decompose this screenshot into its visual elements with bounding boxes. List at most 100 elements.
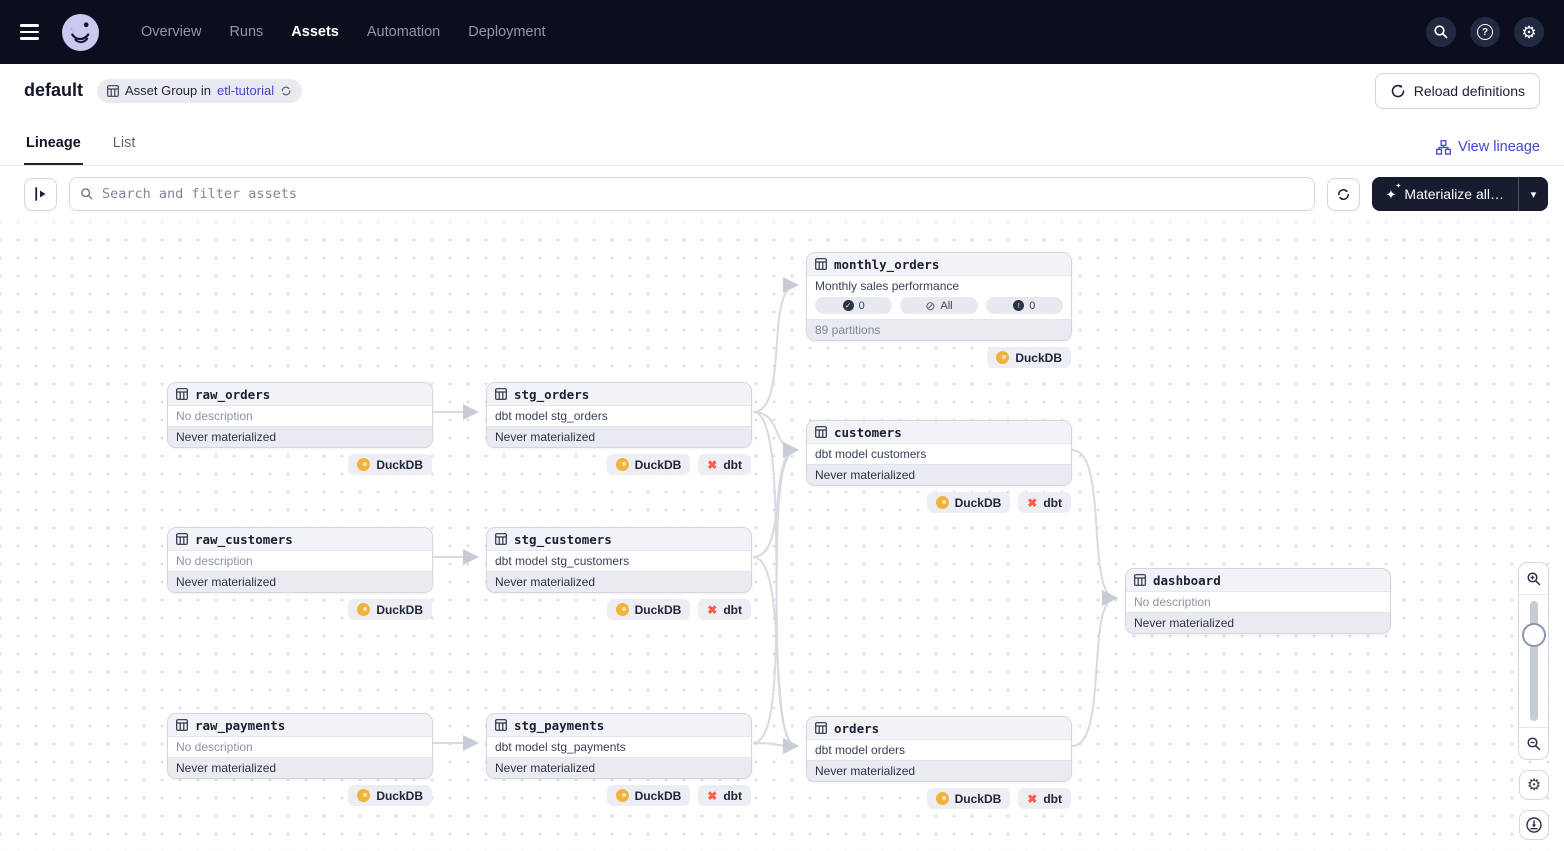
badge-label: dbt — [723, 457, 742, 472]
table-icon — [176, 719, 188, 731]
asset-group-badge[interactable]: Asset Group in etl-tutorial — [97, 78, 303, 103]
asset-node-header: stg_orders — [487, 383, 751, 406]
duckdb-badge[interactable]: DuckDB — [926, 788, 1011, 809]
lineage-edges — [433, 277, 1118, 754]
code-location-link[interactable]: etl-tutorial — [217, 83, 275, 98]
asset-node-stg-orders[interactable]: stg_orders dbt model stg_orders Never ma… — [486, 382, 752, 475]
reload-definitions-button[interactable]: Reload definitions — [1374, 72, 1540, 109]
materialize-split-button: ✦✦ Materialize all… ▾ — [1371, 177, 1548, 211]
zoom-slider-handle[interactable] — [1521, 623, 1546, 647]
asset-description: Monthly sales performance — [815, 279, 960, 293]
sidebar-toggle-button[interactable] — [24, 177, 57, 211]
lineage-toolbar: ✦✦ Materialize all… ▾ — [0, 166, 1564, 222]
tab-list[interactable]: List — [112, 135, 136, 151]
dbt-badge[interactable]: ✖dbt — [698, 785, 751, 806]
zoom-in-button[interactable] — [1519, 563, 1548, 594]
asset-description: No description — [1134, 595, 1211, 609]
pill-count: 0 — [1029, 299, 1036, 312]
asset-description: No description — [176, 554, 253, 568]
nav-item-assets[interactable]: Assets — [291, 24, 339, 40]
dbt-icon: ✖ — [707, 788, 718, 803]
help-button[interactable]: ? — [1470, 17, 1500, 47]
asset-node-stg-customers[interactable]: stg_customers dbt model stg_customers Ne… — [486, 527, 752, 620]
asset-node-customers[interactable]: customers dbt model customers Never mate… — [806, 420, 1072, 513]
asset-footer: Never materialized — [487, 757, 751, 778]
asset-node-header: stg_customers — [487, 528, 751, 551]
slash-icon: ⊘ — [925, 298, 936, 313]
asset-node-orders[interactable]: orders dbt model orders Never materializ… — [806, 716, 1072, 809]
dbt-badge[interactable]: ✖dbt — [1018, 788, 1071, 809]
materialize-dropdown-button[interactable]: ▾ — [1518, 177, 1548, 211]
settings-button[interactable]: ⚙ — [1514, 17, 1544, 47]
search-icon — [81, 188, 93, 200]
badge-label: DuckDB — [954, 495, 1002, 510]
asset-node-raw-payments[interactable]: raw_payments No description Never materi… — [167, 713, 433, 806]
refresh-graph-button[interactable] — [1326, 177, 1360, 211]
duckdb-badge[interactable]: DuckDB — [606, 785, 691, 806]
dbt-icon: ✖ — [707, 457, 718, 472]
asset-description: dbt model stg_orders — [495, 409, 608, 423]
asset-footer: Never materialized — [168, 757, 432, 778]
asset-description: dbt model stg_customers — [495, 554, 630, 568]
asset-node-raw-customers[interactable]: raw_customers No description Never mater… — [167, 527, 433, 620]
exclaim-icon: ! — [1013, 300, 1025, 311]
top-nav-actions: ? ⚙ — [1426, 17, 1544, 47]
asset-title: orders — [834, 720, 880, 736]
top-nav: Overview Runs Assets Automation Deployme… — [0, 0, 1564, 64]
lineage-canvas[interactable]: monthly_orders Monthly sales performance… — [0, 222, 1564, 851]
page-title: default — [24, 80, 84, 100]
asset-title: raw_customers — [195, 531, 293, 547]
search-icon — [1434, 25, 1448, 39]
asset-description: dbt model customers — [815, 447, 927, 461]
badge-label: DuckDB — [954, 791, 1002, 806]
duckdb-badge[interactable]: DuckDB — [987, 347, 1071, 368]
badge-label: DuckDB — [376, 602, 423, 617]
nav-item-runs[interactable]: Runs — [229, 24, 264, 40]
dbt-badge[interactable]: ✖dbt — [698, 599, 751, 620]
dbt-badge[interactable]: ✖ dbt — [698, 454, 751, 475]
duckdb-badge[interactable]: DuckDB — [348, 599, 432, 620]
check-icon: ✓ — [842, 300, 854, 311]
dbt-icon: ✖ — [1027, 791, 1038, 806]
asset-badges: DuckDB ✖dbt — [606, 785, 751, 806]
graph-settings-button[interactable]: ⚙ — [1519, 770, 1549, 800]
materialize-all-button[interactable]: ✦✦ Materialize all… — [1372, 177, 1519, 211]
tab-lineage[interactable]: Lineage — [24, 123, 83, 165]
duckdb-badge[interactable]: DuckDB — [926, 492, 1011, 513]
zoom-slider[interactable] — [1521, 601, 1546, 721]
badge-label: DuckDB — [376, 788, 423, 803]
asset-footer: Never materialized — [807, 464, 1071, 485]
duckdb-badge[interactable]: DuckDB — [348, 454, 432, 475]
hamburger-menu-icon[interactable] — [20, 18, 48, 46]
asset-node-dashboard[interactable]: dashboard No description Never materiali… — [1125, 568, 1391, 634]
search-input[interactable] — [102, 186, 1304, 202]
zoom-in-icon — [1526, 571, 1540, 585]
duckdb-badge[interactable]: DuckDB — [348, 785, 432, 806]
duckdb-icon — [935, 496, 949, 509]
duckdb-icon — [357, 789, 371, 802]
duckdb-badge[interactable]: DuckDB — [606, 599, 691, 620]
asset-node-raw-orders[interactable]: raw_orders No description Never material… — [167, 382, 433, 475]
dagster-logo-icon[interactable] — [62, 13, 99, 51]
asset-footer: Never materialized — [487, 571, 751, 592]
failed-pill[interactable]: !0 — [985, 297, 1063, 314]
dbt-icon: ✖ — [1027, 495, 1038, 510]
recenter-button[interactable] — [1519, 810, 1549, 840]
asset-node-monthly-orders[interactable]: monthly_orders Monthly sales performance… — [806, 252, 1072, 368]
asset-badges: DuckDB ✖dbt — [926, 492, 1071, 513]
search-button[interactable] — [1426, 17, 1456, 47]
asset-badges: DuckDB — [348, 599, 432, 620]
zoom-out-button[interactable] — [1519, 728, 1548, 759]
nav-item-deployment[interactable]: Deployment — [468, 24, 546, 40]
duckdb-icon — [615, 458, 629, 471]
materialized-pill[interactable]: ✓0 — [815, 297, 893, 314]
missing-pill[interactable]: ⊘All — [900, 297, 978, 314]
duckdb-badge[interactable]: DuckDB — [606, 454, 691, 475]
download-center-icon — [1526, 817, 1542, 833]
view-lineage-link[interactable]: View lineage — [1436, 139, 1540, 165]
dbt-badge[interactable]: ✖dbt — [1018, 492, 1071, 513]
nav-item-overview[interactable]: Overview — [141, 24, 202, 40]
asset-node-stg-payments[interactable]: stg_payments dbt model stg_payments Neve… — [486, 713, 752, 806]
nav-item-automation[interactable]: Automation — [366, 24, 441, 40]
panel-expand-icon — [34, 187, 45, 201]
